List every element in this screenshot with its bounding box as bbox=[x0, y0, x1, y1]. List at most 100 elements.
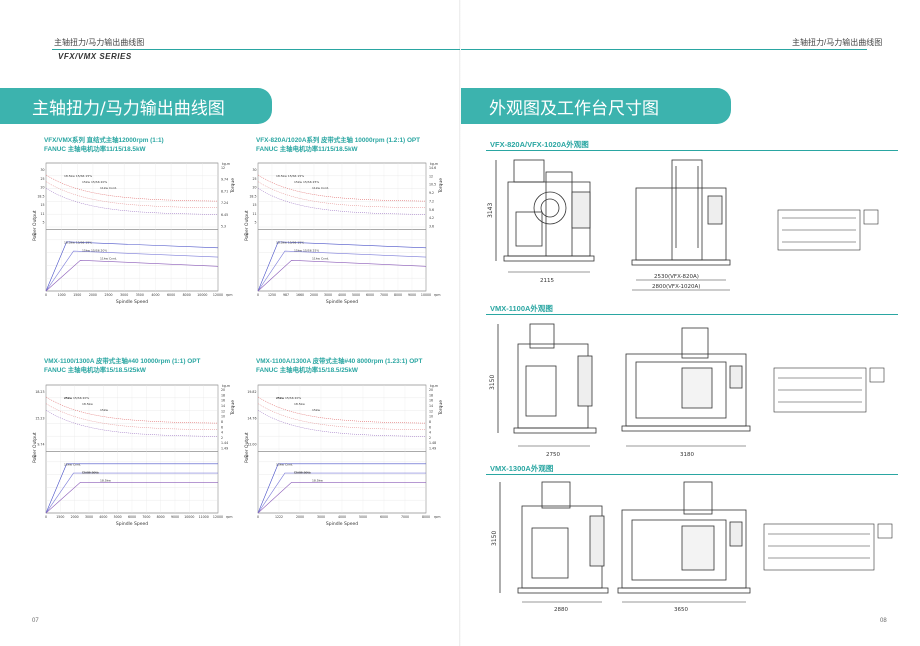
x-tick-label: 12000 bbox=[213, 515, 223, 519]
vmx1100-side-view bbox=[497, 323, 597, 434]
x-unit: rpm bbox=[434, 293, 440, 297]
x-tick-label: 10000 bbox=[184, 515, 194, 519]
y-axis-label: Power Output bbox=[32, 432, 38, 463]
x-tick-label: 5000 bbox=[114, 515, 122, 519]
vfx-front-view bbox=[631, 159, 731, 266]
torque-tick-label: 16 bbox=[221, 399, 225, 403]
left-tick-label: 20 bbox=[252, 186, 256, 190]
x-tick-label: 12000 bbox=[213, 293, 223, 297]
left-tick-label: 30 bbox=[252, 168, 256, 172]
curve-label: 25kw 15/S6 20% bbox=[276, 396, 301, 400]
torque-curve bbox=[257, 410, 426, 437]
y-axis-label: Power Output bbox=[244, 432, 250, 463]
x-tick-label: 2000 bbox=[310, 293, 318, 297]
chart3-title: VMX-1100/1300A 皮带式主轴#40 10000rpm (1:1) O… bbox=[44, 357, 200, 375]
chart4-title: VMX-1100A/1300A 皮带式主轴#40 8000rpm (1.23:1… bbox=[256, 357, 422, 375]
x-tick-label: 2000 bbox=[89, 293, 97, 297]
left-tick-label: 30 bbox=[40, 168, 44, 172]
torque-unit: kg-m bbox=[222, 384, 230, 388]
x-tick-label: 10000 bbox=[421, 293, 431, 297]
x-axis-label: Spindle Speed bbox=[326, 521, 358, 527]
x-tick-label: 1500 bbox=[56, 515, 64, 519]
vmx1100-table-drawing bbox=[773, 367, 885, 413]
power-curve bbox=[257, 481, 426, 514]
section2-rule bbox=[486, 314, 898, 315]
torque-curve bbox=[257, 181, 427, 209]
torque-tick-label: 10 bbox=[221, 415, 225, 419]
torque-tick-label: 12 bbox=[221, 409, 225, 413]
x-tick-label: 7000 bbox=[401, 515, 409, 519]
x-tick-label: 9000 bbox=[408, 293, 416, 297]
vmx1300-side-view bbox=[499, 481, 609, 594]
torque-unit: kg-m bbox=[430, 384, 438, 388]
vmx1300-width-dim: 3650 bbox=[674, 607, 688, 613]
left-tick-label: 9.74 bbox=[37, 443, 44, 447]
vfx-table-drawing bbox=[777, 209, 879, 251]
left-header-title: 主轴扭力/马力输出曲线图 bbox=[54, 38, 145, 47]
x-tick-label: 3000 bbox=[120, 293, 128, 297]
curve-label: 25kw 15/S6 20% bbox=[64, 396, 89, 400]
x-tick-label: 3000 bbox=[85, 515, 93, 519]
vfx-side-view bbox=[495, 159, 595, 262]
torque-tick-label: 4 bbox=[429, 431, 431, 435]
x-tick-label: 4000 bbox=[338, 515, 346, 519]
power-unit: kw bbox=[32, 233, 37, 237]
curve-label: 11kw Cont. bbox=[100, 257, 117, 261]
x-tick-label: 8000 bbox=[157, 515, 165, 519]
curve-label: 15kw Cont. bbox=[276, 463, 293, 467]
curve-label: Continuous bbox=[82, 471, 99, 475]
torque-tick-label: 8.71 bbox=[221, 189, 228, 193]
curve-label: 25kw bbox=[276, 396, 285, 400]
x-tick-label: 9000 bbox=[171, 515, 179, 519]
x-tick-label: 4000 bbox=[151, 293, 159, 297]
x-tick-label: 4000 bbox=[99, 515, 107, 519]
x-tick-label: 6000 bbox=[167, 293, 175, 297]
vfx-width-820-dim: 2530(VFX-820A) bbox=[654, 274, 699, 280]
power-curve bbox=[257, 259, 427, 292]
left-page-number: 07 bbox=[32, 618, 39, 624]
torque-tick-label: 20 bbox=[429, 388, 433, 392]
x-tick-label: 4000 bbox=[338, 293, 346, 297]
right-header-title: 主轴扭力/马力输出曲线图 bbox=[792, 38, 883, 47]
x-tick-label: 2500 bbox=[104, 293, 112, 297]
chart2-title-line1: VFX-820A/1020A系列 皮带式主轴 10000rpm (1.2:1) … bbox=[256, 137, 421, 144]
power-curve bbox=[257, 463, 426, 514]
torque-tick-label: 2 bbox=[221, 436, 223, 440]
left-section-banner: 主轴扭力/马力输出曲线图 bbox=[0, 88, 272, 124]
x-tick-label: 3000 bbox=[317, 515, 325, 519]
torque-curve bbox=[257, 403, 427, 431]
torque-tick-label: 10.5 bbox=[429, 183, 436, 187]
x-tick-label: 6000 bbox=[128, 515, 136, 519]
power-curve bbox=[45, 463, 218, 514]
right-page-number: 08 bbox=[880, 618, 887, 624]
curve-label: 15kw bbox=[312, 408, 321, 412]
torque-tick-label: 3.6 bbox=[429, 225, 434, 229]
curve-label: 11kw Cont. bbox=[312, 186, 329, 190]
section1-rule bbox=[486, 150, 898, 151]
section2-title: VMX-1100A外观图 bbox=[490, 304, 553, 313]
torque-tick-label: 5.3 bbox=[221, 225, 226, 229]
right-section-banner: 外观图及工作台尺寸图 bbox=[461, 88, 731, 124]
left-tick-label: 5 bbox=[42, 221, 44, 225]
power-curve bbox=[257, 472, 426, 514]
x-axis-label: Spindle Speed bbox=[326, 299, 358, 305]
torque-tick-label: 16 bbox=[429, 399, 433, 403]
x-tick-label: 8000 bbox=[183, 293, 191, 297]
curve-label: 15kw 15/S6 20% bbox=[82, 249, 107, 253]
left-header-rule bbox=[52, 49, 460, 50]
torque-curve bbox=[45, 181, 219, 209]
power-curve bbox=[45, 241, 219, 292]
curve-label: 11kw Cont. bbox=[312, 257, 329, 261]
section2-drawings: 3150 2750 3180 bbox=[489, 323, 885, 458]
curve-label: 15/S6 20% bbox=[82, 471, 98, 475]
x-tick-label: 1500 bbox=[73, 293, 81, 297]
left-tick-label: 25 bbox=[40, 177, 44, 181]
torque-tick-label: 14.6 bbox=[429, 166, 436, 170]
x-tick-label: 8000 bbox=[394, 293, 402, 297]
left-tick-label: 11 bbox=[40, 212, 44, 216]
power-unit: kw bbox=[244, 233, 249, 237]
torque-tick-label: 1.48 bbox=[429, 441, 436, 445]
torque-unit: kg-m bbox=[222, 162, 230, 166]
x-tick-label: 6000 bbox=[380, 515, 388, 519]
power-curve bbox=[257, 250, 427, 292]
